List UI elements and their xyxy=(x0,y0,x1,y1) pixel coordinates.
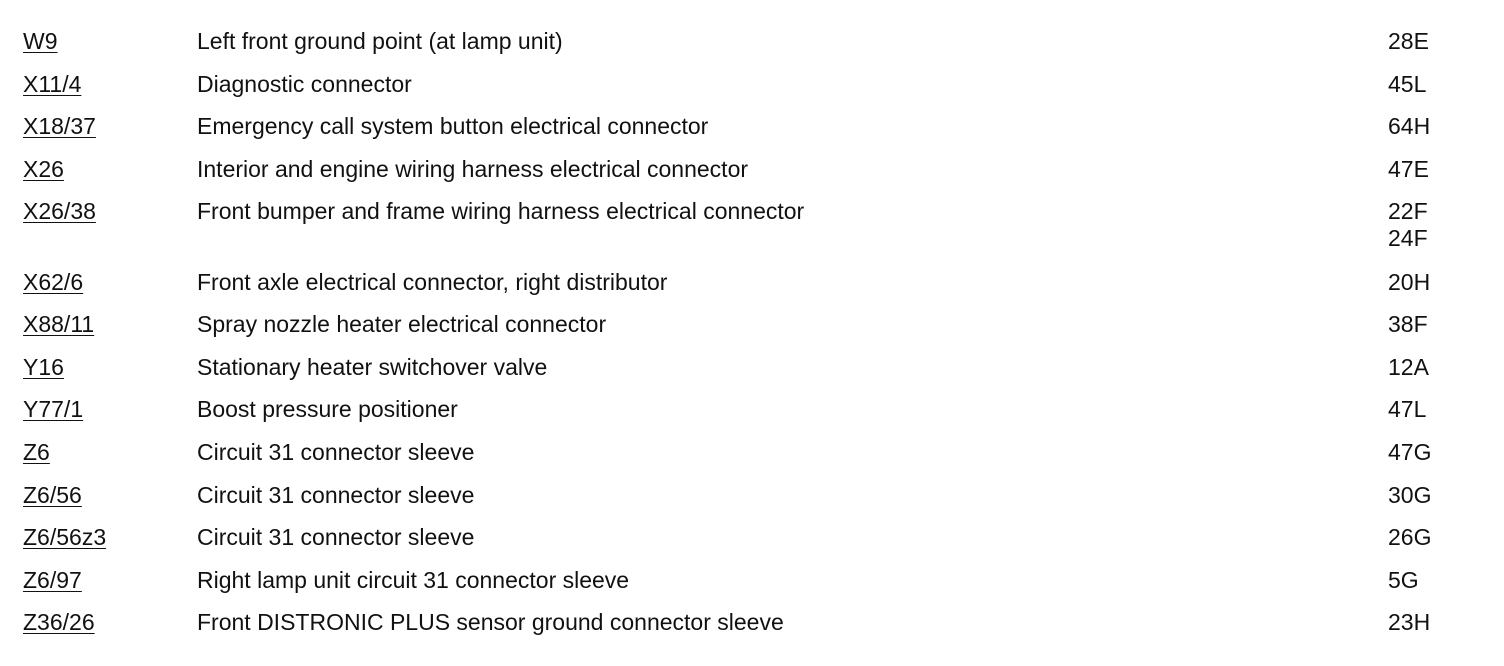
grid-location: 28E xyxy=(1388,28,1429,54)
grid-location: 38F xyxy=(1388,311,1428,338)
grid-location-cell: 20H xyxy=(1388,269,1430,296)
grid-location: 20H xyxy=(1388,268,1431,295)
component-code-link[interactable]: X26/38 xyxy=(23,198,96,225)
component-code-link[interactable]: X18/37 xyxy=(23,113,96,140)
grid-location: 22F xyxy=(1388,198,1428,225)
component-description: Circuit 31 connector sleeve xyxy=(197,481,475,508)
component-code-link[interactable]: X26 xyxy=(23,155,64,182)
grid-location-cell: 26G xyxy=(1388,524,1431,551)
component-code-link[interactable]: Z36/26 xyxy=(23,609,95,636)
grid-location-cell: 23H xyxy=(1388,609,1430,636)
grid-location-cell: 64H xyxy=(1388,113,1430,140)
grid-location-cell: 12A xyxy=(1388,354,1429,381)
grid-location-cell: 47E xyxy=(1388,156,1429,183)
component-code-link[interactable]: Y16 xyxy=(23,353,64,380)
grid-location-cell: 30G xyxy=(1388,482,1431,509)
component-code-link[interactable]: Z6/97 xyxy=(23,566,82,593)
component-description: Diagnostic connector xyxy=(197,70,412,97)
component-code-link[interactable]: Z6/56z3 xyxy=(23,524,107,551)
grid-location: 24F xyxy=(1388,225,1428,252)
grid-location-cell: 38F xyxy=(1388,311,1428,338)
grid-location: 30G xyxy=(1388,481,1432,508)
component-description: Interior and engine wiring harness elect… xyxy=(197,155,749,182)
grid-location: 64H xyxy=(1388,113,1431,140)
grid-location-cell: 45L xyxy=(1388,71,1426,98)
component-code-link[interactable]: W9 xyxy=(23,28,58,54)
grid-location: 47L xyxy=(1388,396,1427,423)
grid-location-cell: 47L xyxy=(1388,396,1426,423)
component-code-link[interactable]: X62/6 xyxy=(23,268,84,295)
component-description: Front axle electrical connector, right d… xyxy=(197,268,668,295)
grid-location: 45L xyxy=(1388,70,1427,97)
component-description: Circuit 31 connector sleeve xyxy=(197,439,475,465)
component-description: Spray nozzle heater electrical connector xyxy=(197,311,607,338)
component-code-link[interactable]: Y77/1 xyxy=(23,396,84,423)
grid-location: 23H xyxy=(1388,609,1431,636)
component-description: Left front ground point (at lamp unit) xyxy=(197,28,563,54)
component-description: Front bumper and frame wiring harness el… xyxy=(197,198,805,225)
component-code-link[interactable]: X11/4 xyxy=(23,70,82,97)
component-description: Stationary heater switchover valve xyxy=(197,353,548,380)
component-code-link[interactable]: X88/11 xyxy=(23,311,95,338)
component-code-link[interactable]: Z6/56 xyxy=(23,481,82,508)
component-description: Emergency call system button electrical … xyxy=(197,113,709,140)
grid-location: 5G xyxy=(1388,566,1419,593)
component-description: Boost pressure positioner xyxy=(197,396,458,423)
grid-location: 26G xyxy=(1388,524,1432,551)
grid-location: 47G xyxy=(1388,439,1432,465)
grid-location: 47E xyxy=(1388,155,1429,182)
component-description: Right lamp unit circuit 31 connector sle… xyxy=(197,566,630,593)
component-description: Circuit 31 connector sleeve xyxy=(197,524,475,551)
grid-location-cell: 28E xyxy=(1388,28,1429,55)
component-description: Front DISTRONIC PLUS sensor ground conne… xyxy=(197,609,784,636)
grid-location-cell: 47G xyxy=(1388,439,1431,466)
grid-location: 12A xyxy=(1388,353,1429,380)
component-code-link[interactable]: Z6 xyxy=(23,439,50,465)
grid-location-cell: 5G xyxy=(1388,567,1419,594)
